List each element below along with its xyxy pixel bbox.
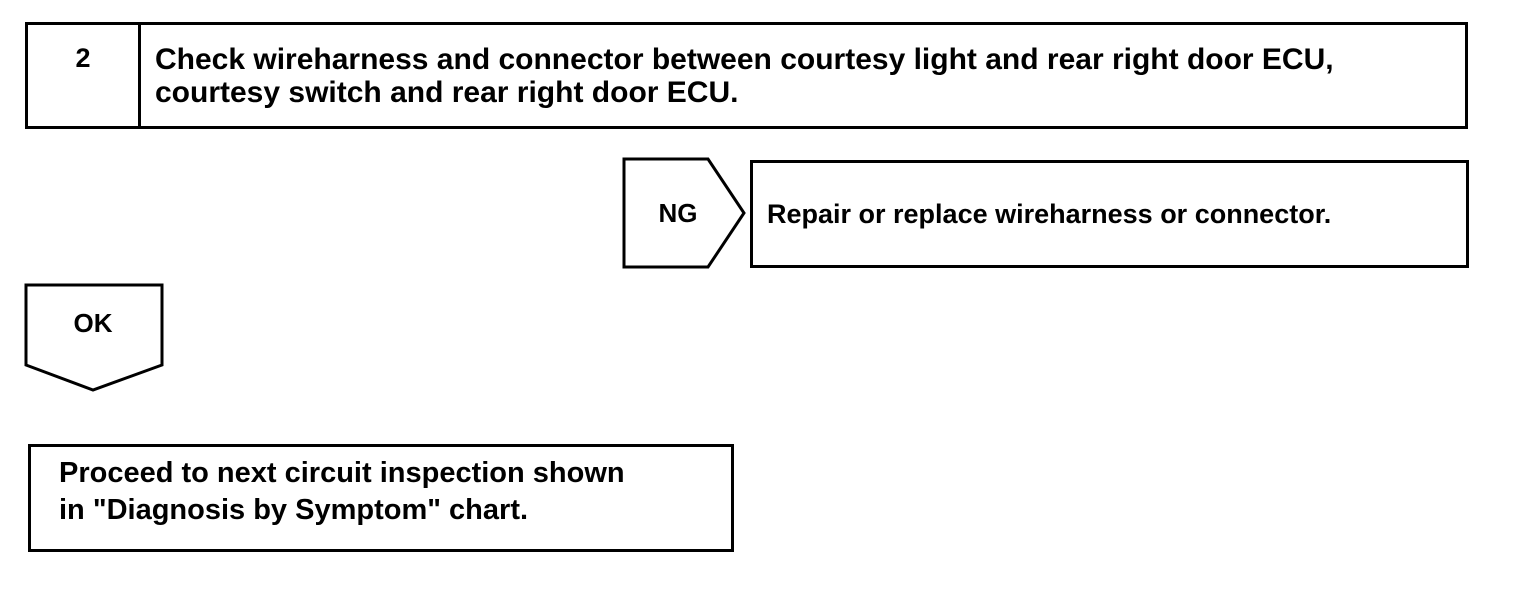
inspection-step-box: 2 Check wireharness and connector betwee…	[25, 22, 1468, 129]
ok-action-line-2: in "Diagnosis by Symptom" chart.	[59, 494, 529, 526]
ok-action-box: Proceed to next circuit inspection shown…	[28, 444, 734, 552]
ng-label: NG	[658, 197, 698, 228]
ok-label: OK	[73, 308, 113, 338]
ok-arrow-icon	[24, 283, 164, 392]
ng-arrow-icon	[622, 157, 746, 269]
step-number: 2	[28, 25, 141, 126]
ng-action-text: Repair or replace wireharness or connect…	[767, 198, 1332, 229]
ok-action-line-1: Proceed to next circuit inspection shown	[59, 457, 625, 489]
step-title: Check wireharness and connector between …	[155, 43, 1334, 109]
ng-action-box: Repair or replace wireharness or connect…	[750, 160, 1469, 268]
